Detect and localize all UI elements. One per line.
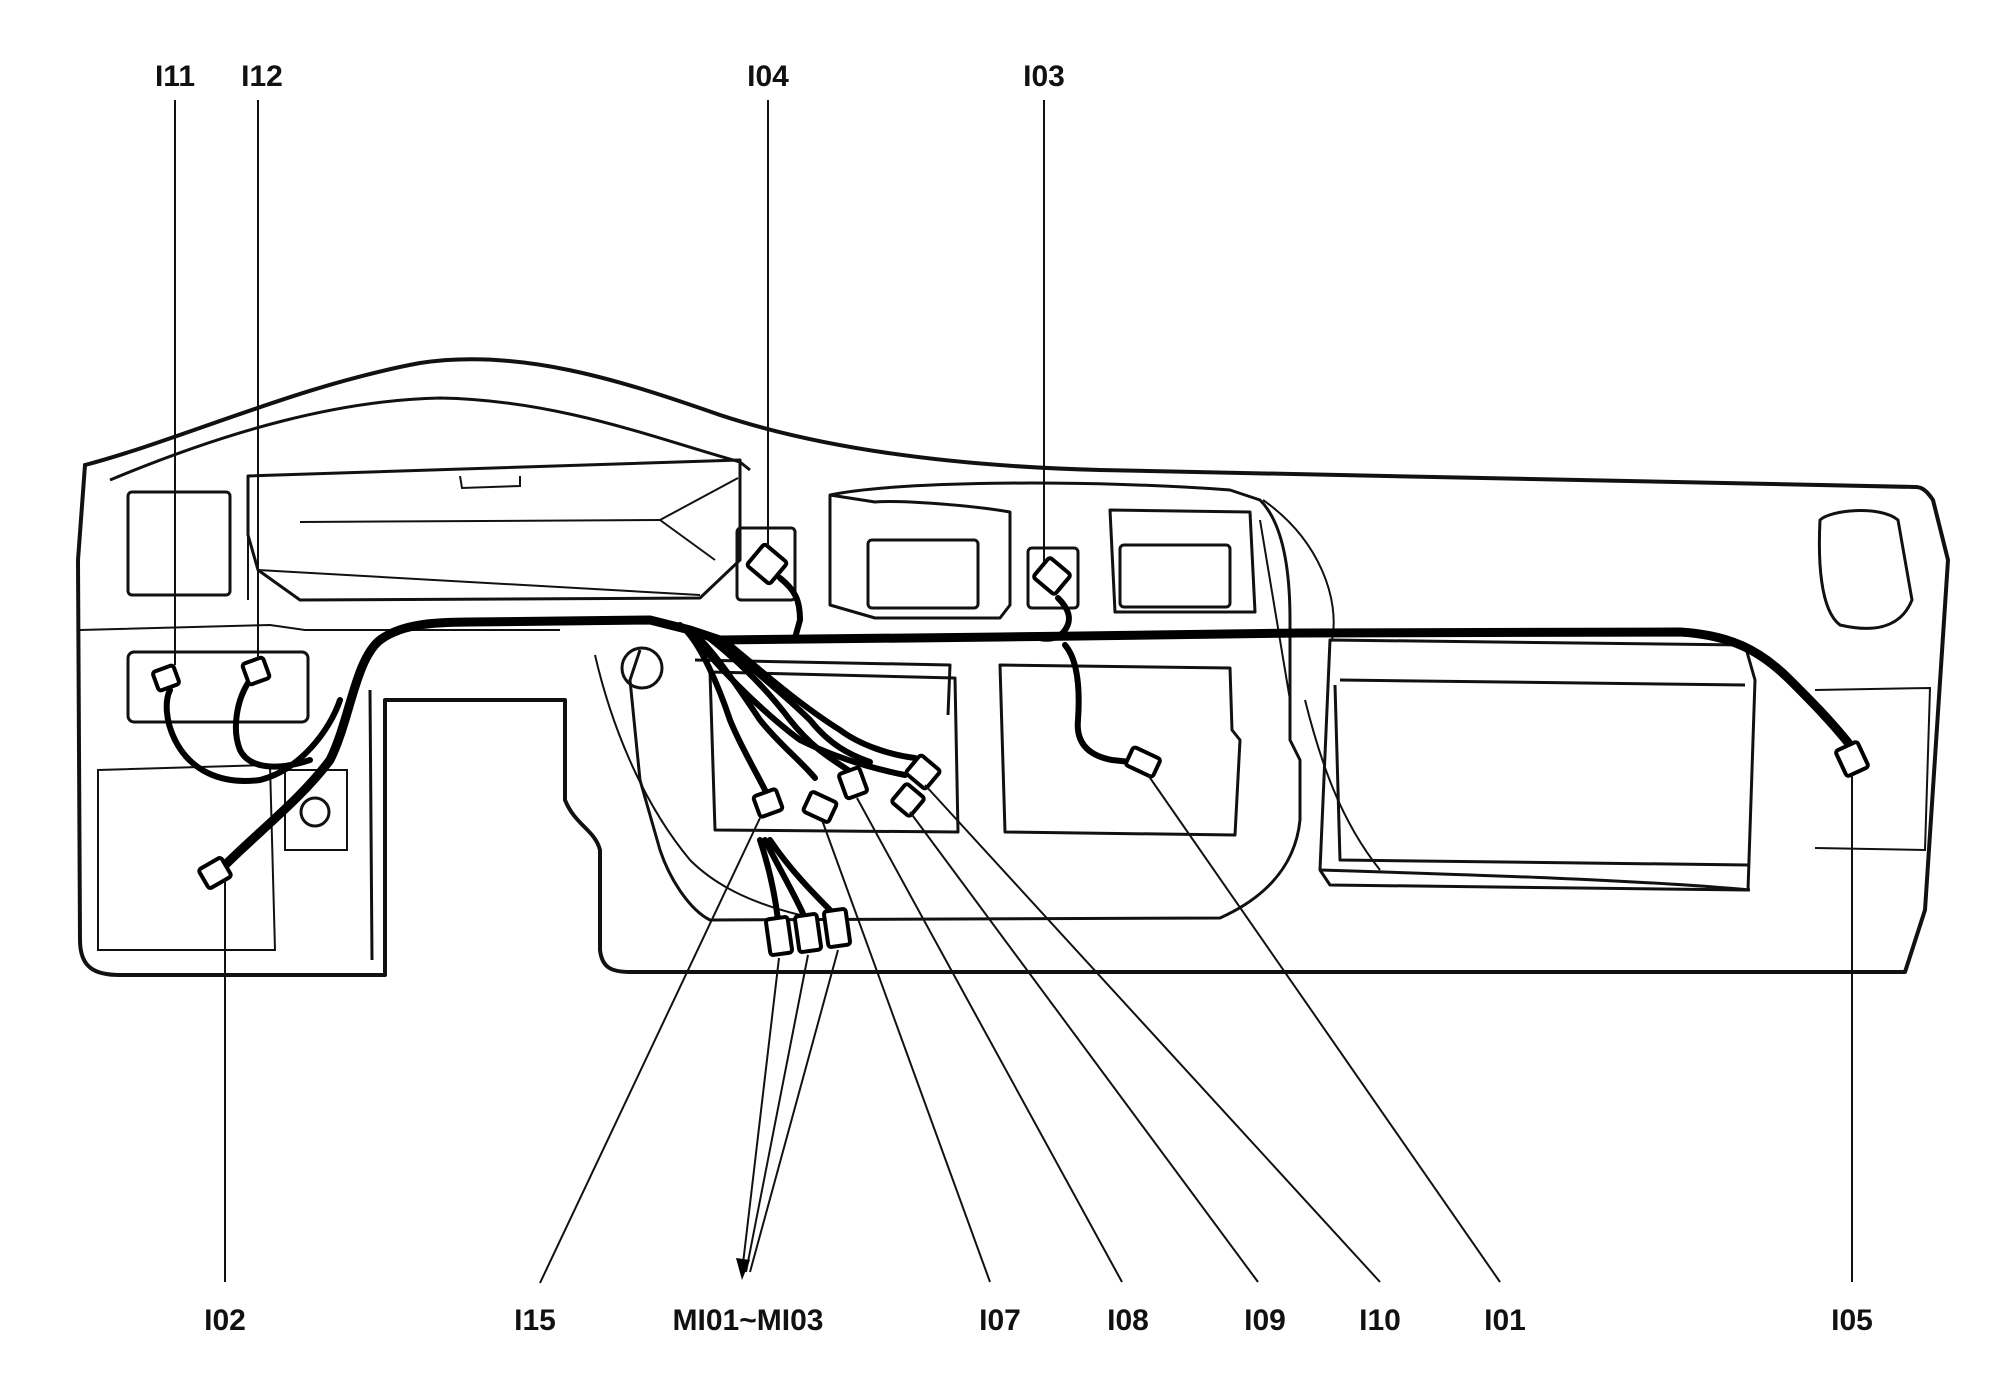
connector-mi03: [821, 907, 853, 949]
label-i03: I03: [1023, 60, 1065, 93]
label-i11: I11: [155, 60, 195, 93]
label-i12: I12: [241, 60, 283, 93]
connector-i05: [1834, 740, 1870, 778]
connector-i03: [1032, 556, 1072, 596]
connector-i02: [197, 856, 233, 890]
label-i15: I15: [514, 1304, 556, 1337]
connector-mi01: [763, 915, 795, 957]
label-i04: I04: [747, 60, 789, 93]
mi-arrowheads: [736, 1258, 750, 1280]
connector-i04: [745, 542, 789, 586]
connector-i08: [837, 765, 869, 801]
label-i07: I07: [979, 1304, 1021, 1337]
connector-i15: [751, 787, 785, 819]
connector-i10: [904, 753, 942, 791]
connector-labels: I11 I12 I04 I03 I02 I15 MI01~MI03 I07 I0…: [155, 60, 1873, 1337]
connector-i07: [801, 790, 839, 824]
connector-mi02: [792, 912, 824, 954]
connector-i09: [890, 782, 926, 818]
dashboard-body: [76, 357, 1950, 977]
connector-i12: [240, 655, 272, 687]
label-i09: I09: [1244, 1304, 1286, 1337]
wire-harness: [163, 575, 1855, 923]
label-mi01-mi03: MI01~MI03: [673, 1304, 824, 1337]
label-i08: I08: [1107, 1304, 1149, 1337]
connector-i01: [1124, 745, 1162, 779]
label-i10: I10: [1359, 1304, 1401, 1337]
label-i05: I05: [1831, 1304, 1873, 1337]
leader-lines: [174, 100, 1853, 1284]
label-i01: I01: [1484, 1304, 1526, 1337]
connector-i11: [151, 663, 181, 693]
label-i02: I02: [204, 1304, 246, 1337]
connectors: [151, 542, 1870, 957]
